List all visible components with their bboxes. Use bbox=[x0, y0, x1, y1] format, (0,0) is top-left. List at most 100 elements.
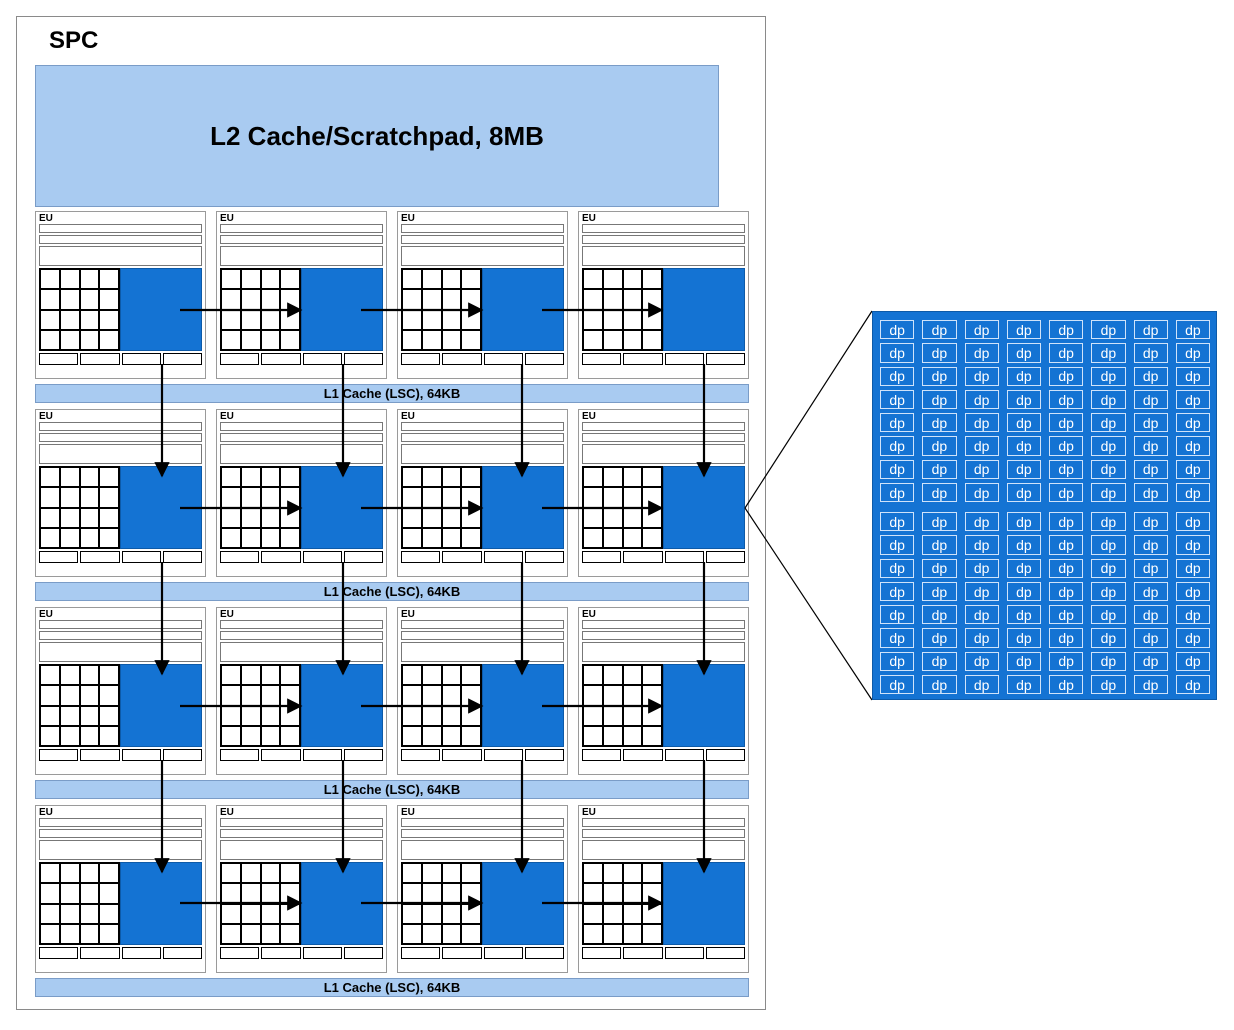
eu-register-bar bbox=[582, 829, 745, 838]
eu-register-bar bbox=[401, 444, 564, 464]
dp-cell: dp bbox=[1133, 605, 1168, 625]
dp-cell: dp bbox=[964, 558, 999, 578]
eu-label: EU bbox=[39, 807, 53, 818]
dp-cell: dp bbox=[1091, 605, 1126, 625]
eu-bottom-cells bbox=[582, 551, 745, 563]
dp-cell: dp bbox=[1049, 675, 1084, 695]
dp-cell: dp bbox=[1175, 413, 1210, 433]
eu-register-bar bbox=[220, 818, 383, 827]
eu-matrix-engine bbox=[301, 466, 383, 549]
dp-cell: dp bbox=[1049, 581, 1084, 602]
eu-label: EU bbox=[39, 609, 53, 620]
execution-unit: EU bbox=[35, 409, 206, 577]
dp-cell: dp bbox=[1049, 459, 1084, 480]
eu-matrix-engine bbox=[663, 268, 745, 351]
dp-cell: dp bbox=[880, 436, 915, 456]
eu-bottom-cells bbox=[39, 947, 202, 959]
eu-label: EU bbox=[582, 213, 596, 224]
dp-cell: dp bbox=[1091, 535, 1126, 555]
eu-vector-grid bbox=[582, 466, 663, 549]
dp-cell: dp bbox=[922, 436, 957, 456]
dp-cell: dp bbox=[1049, 483, 1084, 503]
eu-register-bar bbox=[39, 829, 202, 838]
dp-cell: dp bbox=[964, 366, 999, 386]
eu-label: EU bbox=[220, 411, 234, 422]
execution-unit: EU bbox=[397, 409, 568, 577]
eu-vector-grid bbox=[582, 268, 663, 351]
l1-cache-bar: L1 Cache (LSC), 64KB bbox=[35, 978, 749, 997]
dp-cell: dp bbox=[1175, 605, 1210, 625]
eu-register-bar bbox=[401, 224, 564, 233]
dp-cell: dp bbox=[1133, 628, 1168, 648]
eu-register-bar bbox=[220, 631, 383, 640]
dp-cell: dp bbox=[1006, 512, 1041, 532]
eu-register-bar bbox=[220, 433, 383, 442]
eu-matrix-engine bbox=[301, 664, 383, 747]
dp-cell: dp bbox=[922, 343, 957, 363]
eu-bottom-cells bbox=[582, 749, 745, 761]
dp-cell: dp bbox=[964, 483, 999, 503]
execution-unit: EU bbox=[216, 409, 387, 577]
dp-cell: dp bbox=[964, 512, 999, 532]
eu-register-bar bbox=[401, 433, 564, 442]
dp-cell: dp bbox=[964, 320, 999, 340]
eu-vector-grid bbox=[39, 664, 120, 747]
dp-cell: dp bbox=[1091, 483, 1126, 503]
dp-cell: dp bbox=[1175, 343, 1210, 363]
eu-register-bar bbox=[401, 620, 564, 629]
execution-unit: EU bbox=[397, 607, 568, 775]
eu-label: EU bbox=[401, 213, 415, 224]
dp-cell: dp bbox=[1049, 651, 1084, 672]
dp-cell: dp bbox=[1006, 675, 1041, 695]
execution-unit: EU bbox=[397, 805, 568, 973]
execution-unit: EU bbox=[216, 607, 387, 775]
eu-bottom-cells bbox=[401, 551, 564, 563]
eu-register-bar bbox=[39, 433, 202, 442]
eu-label: EU bbox=[401, 411, 415, 422]
eu-register-bar bbox=[401, 631, 564, 640]
dp-cell: dp bbox=[1175, 436, 1210, 456]
eu-bottom-cells bbox=[220, 551, 383, 563]
dp-cell: dp bbox=[1006, 436, 1041, 456]
dp-cell: dp bbox=[1006, 535, 1041, 555]
spc-title: SPC bbox=[49, 27, 99, 54]
dp-cell: dp bbox=[1133, 436, 1168, 456]
dp-cell: dp bbox=[1049, 320, 1084, 340]
dp-cell: dp bbox=[1175, 483, 1210, 503]
dp-cell: dp bbox=[1006, 558, 1041, 578]
dp-cell: dp bbox=[880, 413, 915, 433]
eu-register-bar bbox=[582, 840, 745, 860]
eu-label: EU bbox=[401, 807, 415, 818]
dp-cell: dp bbox=[1133, 413, 1168, 433]
dp-cell: dp bbox=[922, 413, 957, 433]
dp-cell: dp bbox=[922, 675, 957, 695]
dp-cell: dp bbox=[1133, 459, 1168, 480]
eu-matrix-engine bbox=[482, 664, 564, 747]
dp-cell: dp bbox=[1006, 366, 1041, 386]
dp-cell: dp bbox=[880, 389, 915, 410]
eu-matrix-engine bbox=[663, 466, 745, 549]
eu-matrix-engine bbox=[120, 466, 202, 549]
dp-cell: dp bbox=[1175, 651, 1210, 672]
dp-cell: dp bbox=[1133, 320, 1168, 340]
execution-unit: EU bbox=[578, 409, 749, 577]
dp-cell: dp bbox=[1091, 366, 1126, 386]
dp-cell: dp bbox=[880, 558, 915, 578]
eu-matrix-engine bbox=[120, 664, 202, 747]
eu-bottom-cells bbox=[401, 749, 564, 761]
eu-bottom-cells bbox=[39, 353, 202, 365]
eu-vector-grid bbox=[220, 664, 301, 747]
eu-label: EU bbox=[220, 807, 234, 818]
eu-vector-grid bbox=[401, 862, 482, 945]
eu-register-bar bbox=[220, 840, 383, 860]
dp-cell: dp bbox=[1006, 605, 1041, 625]
dp-cell: dp bbox=[1091, 651, 1126, 672]
dp-cell: dp bbox=[1006, 389, 1041, 410]
dp-cell: dp bbox=[922, 581, 957, 602]
dp-cell: dp bbox=[1133, 535, 1168, 555]
eu-register-bar bbox=[39, 235, 202, 244]
dp-cell: dp bbox=[1175, 320, 1210, 340]
dp-cell: dp bbox=[964, 459, 999, 480]
dp-cell: dp bbox=[880, 343, 915, 363]
dp-cell: dp bbox=[964, 535, 999, 555]
